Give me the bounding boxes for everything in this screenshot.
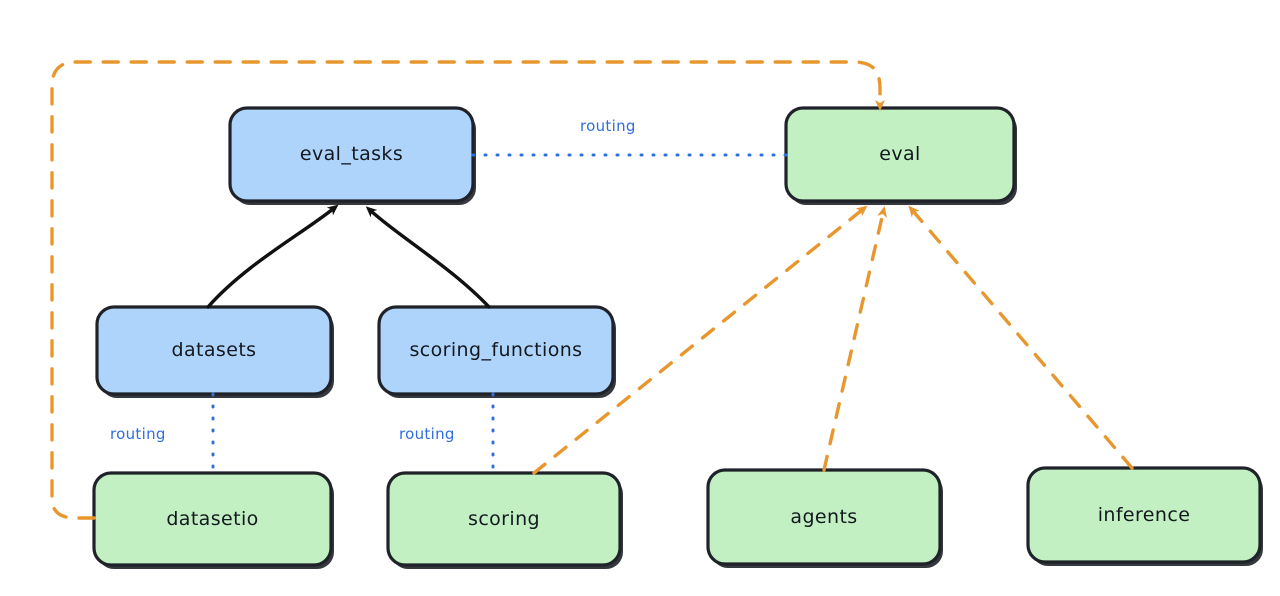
node-shape-scoring[interactable] [386,471,623,569]
node-shape-eval_tasks[interactable] [228,106,476,205]
node-shape-datasetio[interactable] [92,471,334,569]
edge-agents-eval [822,206,887,472]
node-shape-datasets[interactable] [95,305,334,398]
node-shape-inference[interactable] [1026,466,1263,566]
node-shape-eval[interactable] [784,106,1017,205]
edge-inference-eval [908,205,1134,470]
edge-scoring_functions-eval_tasks [365,206,491,309]
edge-datasets-eval_tasks [206,204,339,309]
node-shape-scoring_functions[interactable] [377,305,616,398]
edge-eval-datasetio [50,60,885,520]
edge-scoring-eval [532,205,868,475]
node-shape-agents[interactable] [706,468,943,568]
